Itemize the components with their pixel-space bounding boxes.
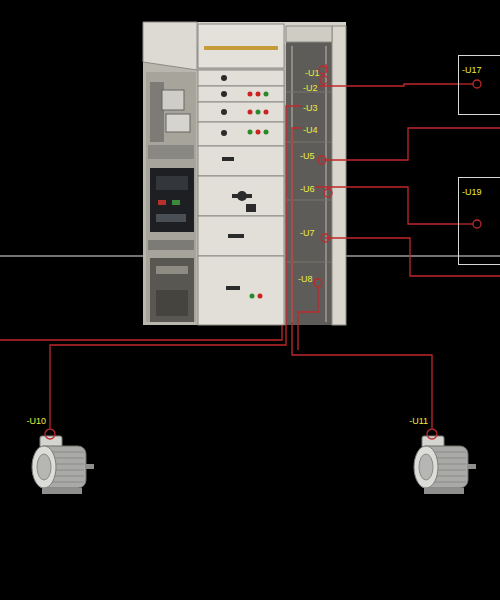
device-label: -U10 [26,416,46,427]
device-label: -U3 [303,103,318,113]
device-label: -U4 [303,125,318,135]
device-label: -U11 [409,416,428,427]
device-box: -U19 [458,177,500,265]
device-label: -U17 [462,65,482,76]
device-tag: -U5 [299,145,316,163]
motor-symbol: -U11 [410,428,480,502]
wire [319,84,458,86]
device-box: -U17 [458,55,500,115]
device-tag: -U6 [299,178,316,196]
motor-drawing [28,428,98,502]
wire [292,128,432,428]
device-label: -U8 [298,274,313,284]
device-label: -U7 [300,228,315,238]
wire [50,106,302,428]
device-tag: -U3 [302,97,319,115]
motor-symbol: -U10 [28,428,98,502]
device-label: -U19 [462,187,482,198]
device-tag: -U8 [297,268,314,286]
device-label: -U6 [300,184,315,194]
device-label: -U5 [300,151,315,161]
wire [316,187,458,224]
device-label: -U1 [305,68,320,78]
device-tag: -U4 [302,119,319,137]
device-tag: -U2 [302,77,319,95]
device-label: -U2 [303,83,318,93]
device-tag: -U1 [304,62,321,80]
motor-drawing [410,428,480,502]
device-tag: -U7 [299,222,316,240]
